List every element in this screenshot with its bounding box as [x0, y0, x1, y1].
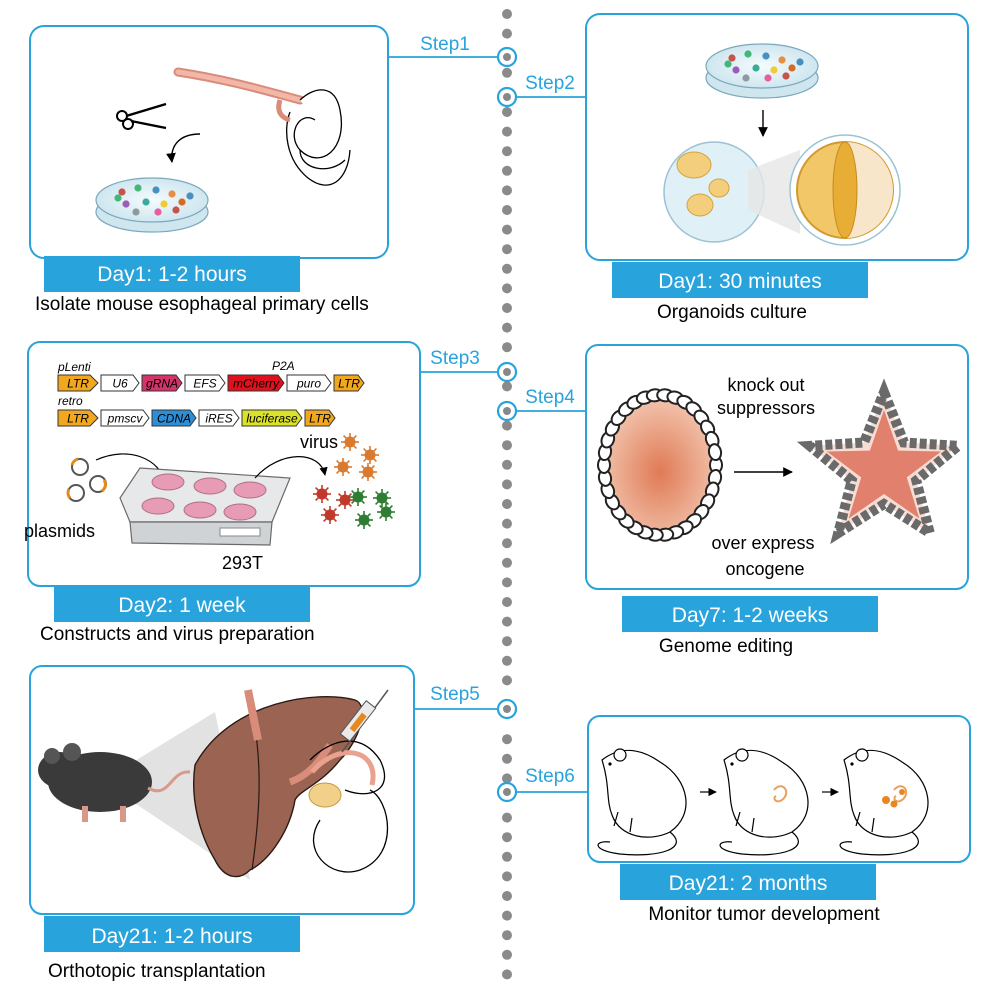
retro-name: retro — [58, 394, 83, 408]
step4-time: Day7: 1-2 weeks — [672, 604, 828, 627]
step6-label: Step6 — [525, 766, 575, 787]
cell-line-label: 293T — [222, 553, 263, 573]
construct-part-label: LTR — [309, 412, 331, 426]
tumor-organoid — [796, 378, 972, 545]
normal-organoid — [597, 388, 723, 542]
timeline-dots — [502, 9, 512, 980]
step4-label: Step4 — [525, 387, 575, 408]
virus-particles — [313, 433, 395, 529]
construct-part — [141, 374, 183, 392]
petri-dish-icon — [95, 177, 209, 233]
step5-caption: Orthotopic transplantation — [48, 961, 266, 982]
organoid-dish — [663, 134, 901, 246]
construct-part-label: LTR — [67, 412, 89, 426]
isolation-arrow — [166, 133, 201, 163]
esophagus-illustration — [173, 67, 351, 186]
syringe-icon — [339, 689, 389, 753]
construct-part — [286, 374, 332, 392]
p2a-label: P2A — [272, 359, 295, 373]
step2-time: Day1: 30 minutes — [658, 270, 821, 293]
construct-part — [100, 409, 150, 427]
over-express-label: over express — [711, 533, 814, 553]
plasmids-label: plasmids — [24, 521, 95, 541]
construct-part — [198, 409, 240, 427]
step2-label: Step2 — [525, 73, 575, 94]
construct-part — [333, 374, 365, 392]
step6-time-tag — [620, 864, 876, 900]
step1-time: Day1: 1-2 hours — [97, 263, 246, 286]
construct-part — [227, 374, 285, 392]
step5-time-tag — [44, 916, 300, 952]
step3-caption: Constructs and virus preparation — [40, 624, 315, 645]
step2-caption: Organoids culture — [657, 302, 807, 323]
mouse-outline — [839, 748, 929, 856]
construct-part-label: LTR — [67, 377, 89, 391]
construct-part-label: mCherry — [233, 377, 280, 391]
step6-caption: Monitor tumor development — [648, 904, 880, 925]
construct-part — [151, 409, 197, 427]
step2-time-tag — [612, 262, 868, 298]
virus-label: virus — [300, 432, 338, 452]
step3-time: Day2: 1 week — [118, 594, 246, 617]
lenti-name: pLenti — [57, 360, 91, 374]
mouse-outline — [719, 748, 809, 856]
scissors-icon — [116, 102, 167, 130]
construct-part — [184, 374, 226, 392]
construct-part — [57, 409, 99, 427]
construct-part — [57, 374, 99, 392]
construct-part-label: iRES — [205, 412, 232, 426]
knock-out-label: knock out — [727, 375, 804, 395]
step5-label: Step5 — [430, 684, 480, 705]
dish-with-cells — [705, 43, 819, 99]
construct-part-label: pmscv — [107, 412, 144, 426]
construct-part — [304, 409, 336, 427]
construct-part-label: CDNA — [157, 412, 191, 426]
step4-caption: Genome editing — [659, 636, 793, 657]
step1-label: Step1 — [420, 34, 470, 55]
construct-part-label: U6 — [112, 377, 128, 391]
well-plate-icon — [119, 467, 291, 546]
construct-part-label: puro — [296, 377, 321, 391]
lenti-construct: LTR U6 gRNA EFS mCherry puro LTR — [57, 374, 365, 392]
construct-part — [100, 374, 140, 392]
mouse-outlines — [597, 748, 929, 856]
suppressors-label: suppressors — [717, 398, 815, 418]
retro-construct: LTR pmscv CDNA iRES luciferase LTR — [57, 409, 336, 427]
oncogene-label: oncogene — [725, 559, 804, 579]
step3-time-tag — [54, 586, 310, 622]
construct-part — [241, 409, 303, 427]
plasmid-icons — [66, 457, 107, 502]
construct-part-label: EFS — [193, 377, 216, 391]
step4-time-tag — [622, 596, 878, 632]
construct-part-label: gRNA — [146, 377, 178, 391]
step5-time: Day21: 1-2 hours — [91, 925, 252, 948]
step1-caption: Isolate mouse esophageal primary cells — [35, 294, 369, 315]
construct-part-label: LTR — [338, 377, 360, 391]
step3-label: Step3 — [430, 348, 480, 369]
construct-part-label: luciferase — [246, 412, 298, 426]
step6-time: Day21: 2 months — [669, 872, 828, 895]
mouse-outline — [597, 748, 687, 856]
liver-illustration — [193, 689, 388, 878]
harvest-arrow — [254, 456, 328, 479]
step1-time-tag — [44, 256, 300, 292]
